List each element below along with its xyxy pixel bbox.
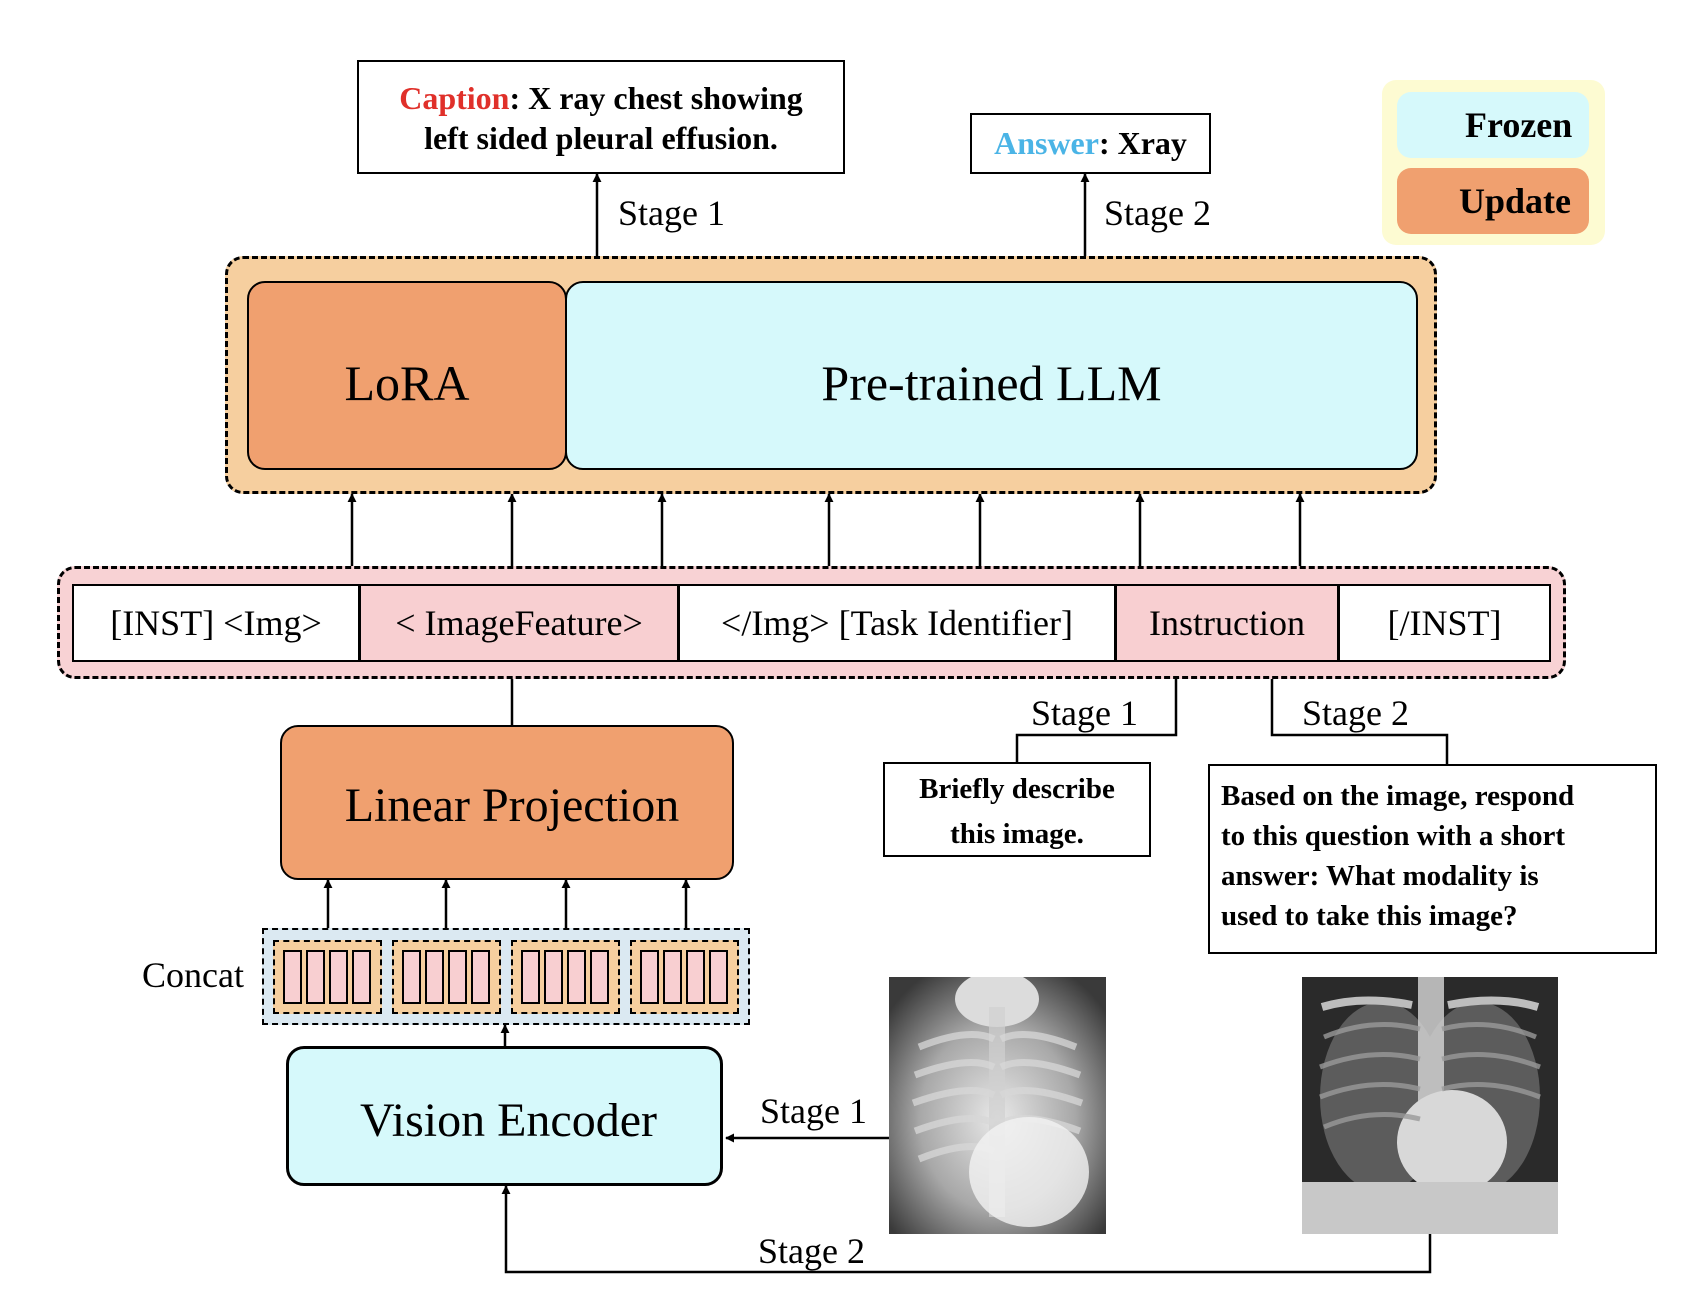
feature-bar <box>709 950 728 1004</box>
token-image-feature-label: < ImageFeature> <box>395 603 643 643</box>
output-stage1-label: Stage 1 <box>618 193 725 233</box>
pretrained-llm-block: Pre-trained LLM <box>565 281 1418 470</box>
caption-text-line2: left sided pleural effusion. <box>424 120 778 156</box>
feature-bar <box>521 950 540 1004</box>
feature-bar <box>425 950 444 1004</box>
feature-bar <box>283 950 302 1004</box>
token-inst-img: [INST] <Img> <box>72 584 360 662</box>
concat-label: Concat <box>142 955 244 995</box>
answer-output-box: Answer: Xray <box>970 113 1211 174</box>
feature-bar <box>567 950 586 1004</box>
token-task-identifier-label: </Img> [Task Identifier] <box>721 603 1073 643</box>
answer-text: : Xray <box>1098 125 1187 161</box>
stage2-instruction-line3: answer: What modality is <box>1221 860 1539 892</box>
legend-frozen-label: Frozen <box>1465 105 1573 145</box>
stage1-instruction-line2: this image. <box>950 818 1084 850</box>
feature-bar <box>471 950 490 1004</box>
stage1-instruction-line1: Briefly describe <box>919 773 1115 805</box>
instruction-stage2-label: Stage 2 <box>1302 693 1409 733</box>
stage2-instruction-box: Based on the image, respond to this ques… <box>1208 764 1657 954</box>
xray-image-stage1-graphic <box>889 977 1106 1234</box>
image-stage1-label: Stage 1 <box>760 1091 867 1131</box>
legend-frozen: Frozen <box>1397 92 1589 158</box>
legend-update-label: Update <box>1459 181 1572 221</box>
feature-bar <box>306 950 325 1004</box>
feature-bar <box>590 950 609 1004</box>
xray-image-stage2 <box>1302 977 1558 1234</box>
feature-bar <box>544 950 563 1004</box>
vision-encoder-label: Vision Encoder <box>359 1093 658 1147</box>
answer-key: Answer <box>994 125 1099 161</box>
token-inst-close: [/INST] <box>1338 584 1551 662</box>
feature-bar <box>663 950 682 1004</box>
stage1-instruction-box: Briefly describe this image. <box>883 762 1151 857</box>
feature-bar <box>352 950 371 1004</box>
xray-image-stage1 <box>889 977 1106 1234</box>
linear-projection-block: Linear Projection <box>280 725 734 880</box>
feature-bar <box>329 950 348 1004</box>
token-instruction: Instruction <box>1115 584 1339 662</box>
instruction-stage1-label: Stage 1 <box>1031 693 1138 733</box>
llm-label: Pre-trained LLM <box>821 354 1162 411</box>
caption-output-box: Caption: X ray chest showing left sided … <box>357 60 845 174</box>
linear-projection-label: Linear Projection <box>344 779 680 832</box>
token-inst-img-label: [INST] <Img> <box>110 603 322 643</box>
stage2-instruction-line2: to this question with a short <box>1221 820 1566 852</box>
output-stage2-label: Stage 2 <box>1104 193 1211 233</box>
caption-text-line1: : X ray chest showing <box>509 80 803 116</box>
lora-label: LoRA <box>344 354 470 411</box>
feature-bar <box>686 950 705 1004</box>
stage2-instruction-line1: Based on the image, respond <box>1221 780 1575 812</box>
feature-bar <box>402 950 421 1004</box>
token-task-identifier: </Img> [Task Identifier] <box>678 584 1116 662</box>
vision-encoder-block: Vision Encoder <box>286 1046 723 1186</box>
token-instruction-label: Instruction <box>1149 603 1305 643</box>
feature-bar <box>448 950 467 1004</box>
token-image-feature: < ImageFeature> <box>359 584 679 662</box>
image-stage2-label: Stage 2 <box>758 1231 865 1271</box>
feature-bar <box>640 950 659 1004</box>
xray-image-stage2-graphic <box>1302 977 1558 1234</box>
caption-key: Caption <box>399 80 510 116</box>
lora-block: LoRA <box>247 281 567 470</box>
legend-update: Update <box>1397 168 1589 234</box>
token-inst-close-label: [/INST] <box>1387 603 1502 643</box>
stage2-instruction-line4: used to take this image? <box>1221 900 1518 932</box>
